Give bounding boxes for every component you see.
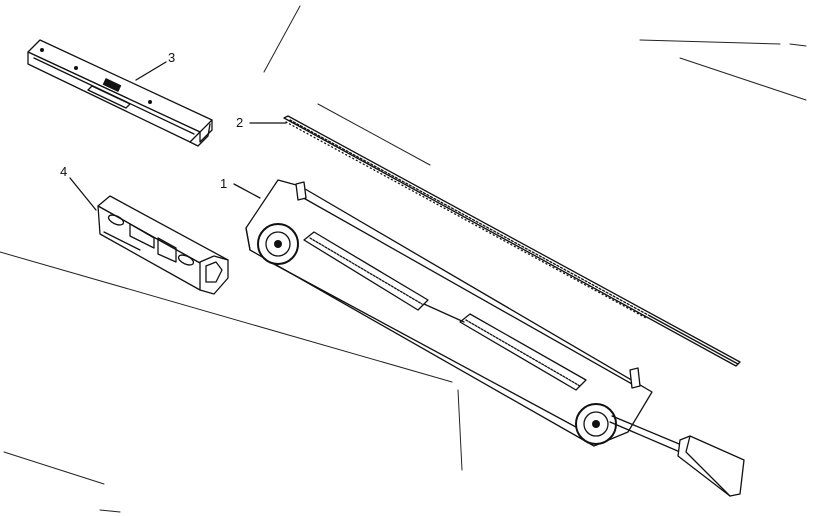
part-1-file-guide — [245, 179, 745, 497]
gear-lower-right — [575, 403, 617, 445]
part-3-bracket — [27, 39, 213, 147]
callout-2-label: 2 — [236, 115, 243, 130]
part-2-round-file — [283, 115, 741, 367]
callout-leaders — [69, 61, 287, 211]
callout-3-label: 3 — [168, 50, 175, 65]
callout-4-label: 4 — [60, 164, 67, 179]
callout-1-label: 1 — [220, 176, 227, 191]
part-4-hex-wrench — [97, 195, 229, 295]
scan-streaks — [0, 5, 807, 513]
gear-upper-left — [257, 223, 299, 265]
